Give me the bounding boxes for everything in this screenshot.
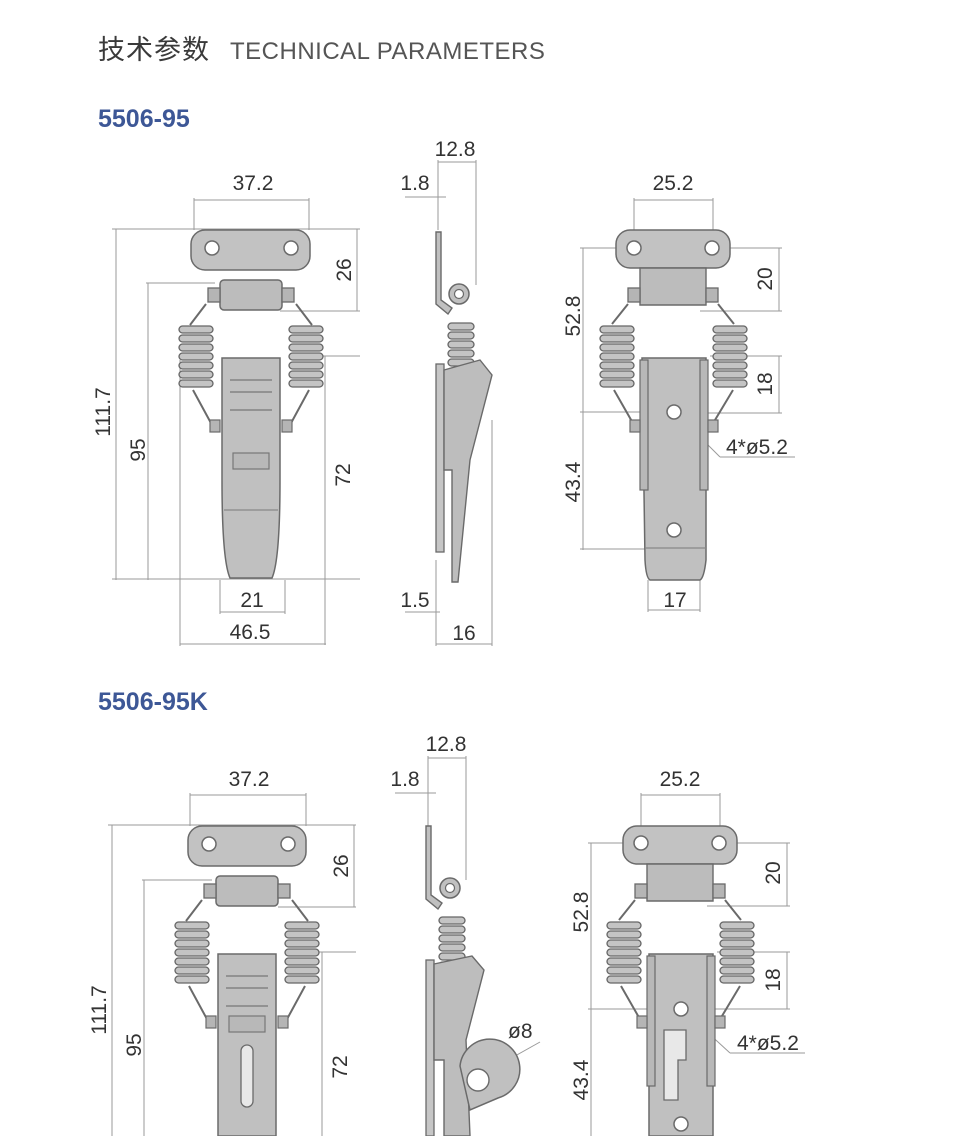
dim2-plate-thickness: 1.8 [390,768,419,791]
dim-back-plate-height: 20 [754,267,777,290]
dim-back-lower-height: 43.4 [562,461,585,502]
dim2-loop-diameter: ø8 [508,1020,533,1043]
dim2-back-top-width: 25.2 [660,768,701,791]
dim2-hole-spacing: 18 [762,968,785,991]
dim2-back-upper-height: 52.8 [570,892,593,933]
model1-side-view: 12.8 1.8 1.5 16 [400,138,493,646]
dim2-top-width: 37.2 [229,768,270,791]
dim-plate-thickness: 1.8 [400,172,429,195]
header-title-cn: 技术参数 [98,35,210,66]
model-title-2: 5506-95K [98,688,208,716]
dim-hook-thickness: 1.5 [400,589,429,612]
dim2-plate-height: 26 [330,854,353,877]
dim-hook-depth: 16 [452,622,475,645]
dim2-holes: 4*ø5.2 [737,1032,799,1055]
dim-hole-spacing: 18 [754,372,777,395]
dim2-side-depth: 12.8 [426,733,467,756]
dim-total-height: 111.7 [92,387,115,436]
dim-back-bottom-width: 17 [663,589,686,612]
dim-body-height: 72 [332,463,355,486]
section-header: 技术参数 TECHNICAL PARAMETERS [98,28,545,68]
dim-side-depth: 12.8 [435,138,476,161]
dim-back-top-width: 25.2 [653,172,694,195]
header-title-en: TECHNICAL PARAMETERS [230,38,546,65]
model2-side-view: 12.8 1.8 ø8 [390,733,541,1136]
model-title-1: 5506-95 [98,105,190,133]
dim2-back-plate-height: 20 [762,861,785,884]
dim-bottom-width: 21 [240,589,263,612]
dim2-back-lower-height: 43.4 [570,1059,593,1100]
dim-top-width: 37.2 [233,172,274,195]
model2-front-view: 37.2 26 111.7 95 72 [88,768,356,1136]
dim-plate-height: 26 [333,258,356,281]
model1-back-view: 25.2 52.8 20 18 4*ø5.2 43.4 17 [562,172,795,612]
dim2-total-height: 111.7 [88,985,111,1034]
dim2-body-height: 72 [329,1055,352,1078]
dim2-hook-height: 95 [123,1033,146,1056]
model2-back-view: 25.2 52.8 20 18 4*ø5.2 43.4 [570,768,805,1136]
dim-holes: 4*ø5.2 [726,436,788,459]
model1-front-view: 37.2 26 111.7 95 72 21 46.5 [92,172,360,646]
dim-back-upper-height: 52.8 [562,296,585,337]
dim-hook-height: 95 [127,438,150,461]
dim-overall-width: 46.5 [230,621,271,644]
